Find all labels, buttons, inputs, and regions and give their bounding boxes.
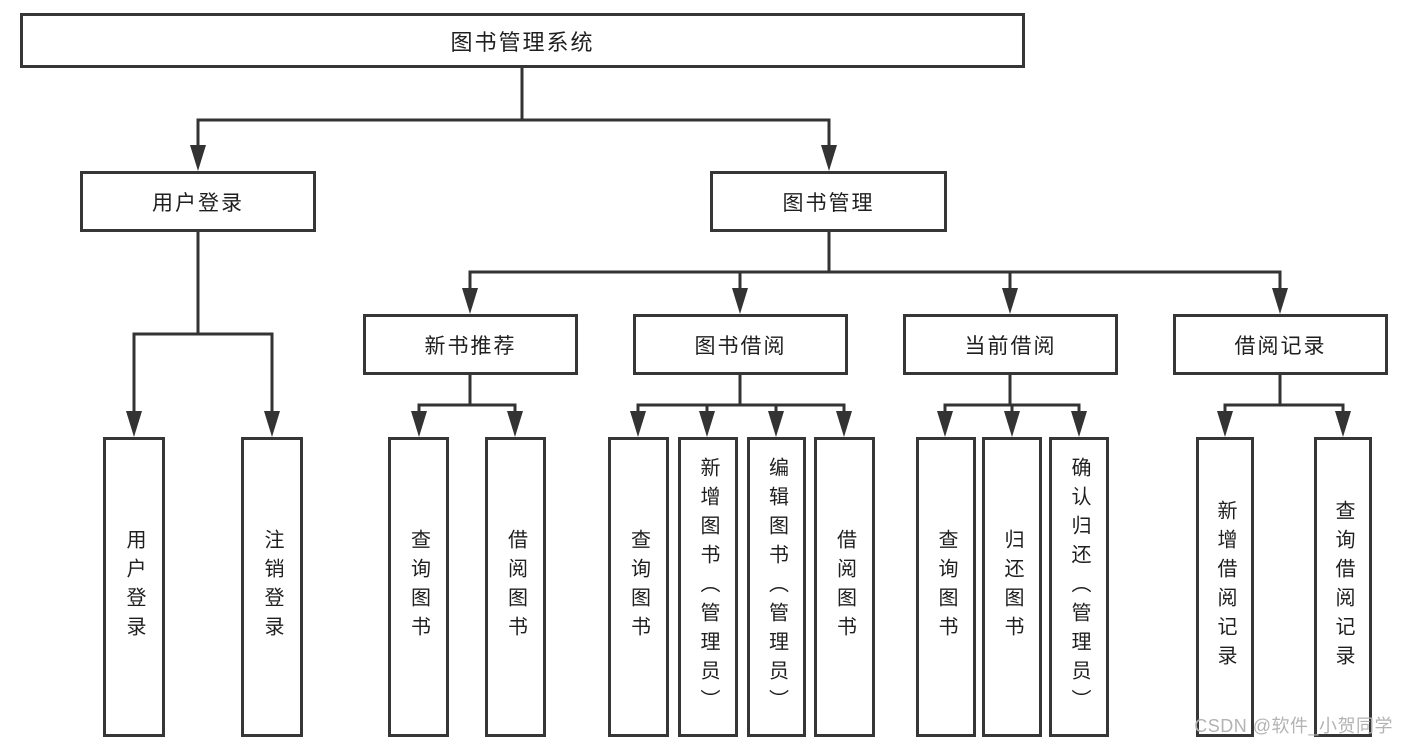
node-leaf-add-borrow-record: 新增借阅记录 (1196, 437, 1254, 737)
node-leaf-logout: 注销登录 (241, 437, 303, 737)
node-leaf-borrow-books-2: 借阅图书 (814, 437, 875, 737)
node-book-management: 图书管理 (710, 171, 947, 232)
node-new-book-recommend: 新书推荐 (363, 314, 578, 375)
node-leaf-add-books-admin: 新增图书（管理员） (678, 437, 738, 737)
arrowhead-icons (126, 145, 1351, 437)
leaf-label: 新增图书（管理员） (697, 456, 719, 718)
leaf-label: 借阅图书 (504, 529, 527, 645)
leaf-label: 借阅图书 (833, 529, 856, 645)
leaf-label: 注销登录 (261, 529, 283, 645)
node-leaf-query-books-1: 查询图书 (388, 437, 449, 737)
node-leaf-edit-books-admin: 编辑图书（管理员） (747, 437, 806, 737)
leaf-label: 用户登录 (123, 529, 145, 645)
node-leaf-query-books-3: 查询图书 (916, 437, 976, 737)
leaf-label: 查询图书 (935, 529, 957, 645)
node-leaf-borrow-books-1: 借阅图书 (485, 437, 546, 737)
leaf-label: 查询图书 (627, 529, 650, 645)
leaf-label: 查询图书 (407, 529, 430, 645)
leaf-label: 新增借阅记录 (1214, 500, 1236, 674)
node-borrowing-records: 借阅记录 (1173, 314, 1388, 375)
node-leaf-query-books-2: 查询图书 (608, 437, 669, 737)
node-leaf-confirm-return-admin: 确认归还（管理员） (1049, 437, 1109, 737)
node-leaf-user-login: 用户登录 (103, 437, 165, 737)
node-leaf-query-borrow-record: 查询借阅记录 (1314, 437, 1372, 737)
leaf-label: 查询借阅记录 (1332, 500, 1354, 674)
node-current-borrowing: 当前借阅 (903, 314, 1118, 375)
csdn-watermark: CSDN @软件_小贺同学 (1194, 716, 1393, 736)
leaf-label: 确认归还（管理员） (1068, 456, 1090, 718)
node-root-system: 图书管理系统 (20, 13, 1025, 68)
node-book-borrowing: 图书借阅 (633, 314, 848, 375)
node-leaf-return-books: 归还图书 (982, 437, 1042, 737)
leaf-label: 归还图书 (1001, 529, 1023, 645)
leaf-label: 编辑图书（管理员） (765, 456, 788, 718)
node-user-login: 用户登录 (80, 171, 316, 232)
